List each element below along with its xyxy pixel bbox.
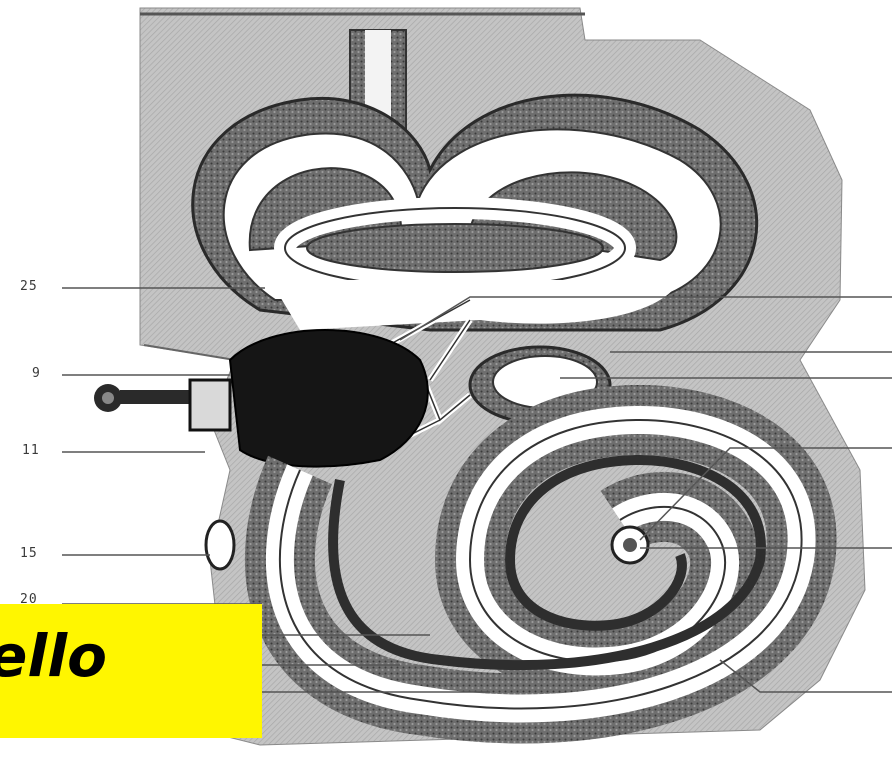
- stapes: [94, 380, 230, 430]
- label-9: 9: [32, 366, 41, 381]
- oval-window-region: [230, 330, 428, 467]
- caption-text: ello: [0, 622, 107, 690]
- label-11: 11: [22, 443, 40, 458]
- caption-highlight-box: ello: [0, 604, 262, 738]
- label-15: 15: [20, 546, 38, 561]
- round-window: [206, 521, 234, 569]
- label-25: 25: [20, 279, 38, 294]
